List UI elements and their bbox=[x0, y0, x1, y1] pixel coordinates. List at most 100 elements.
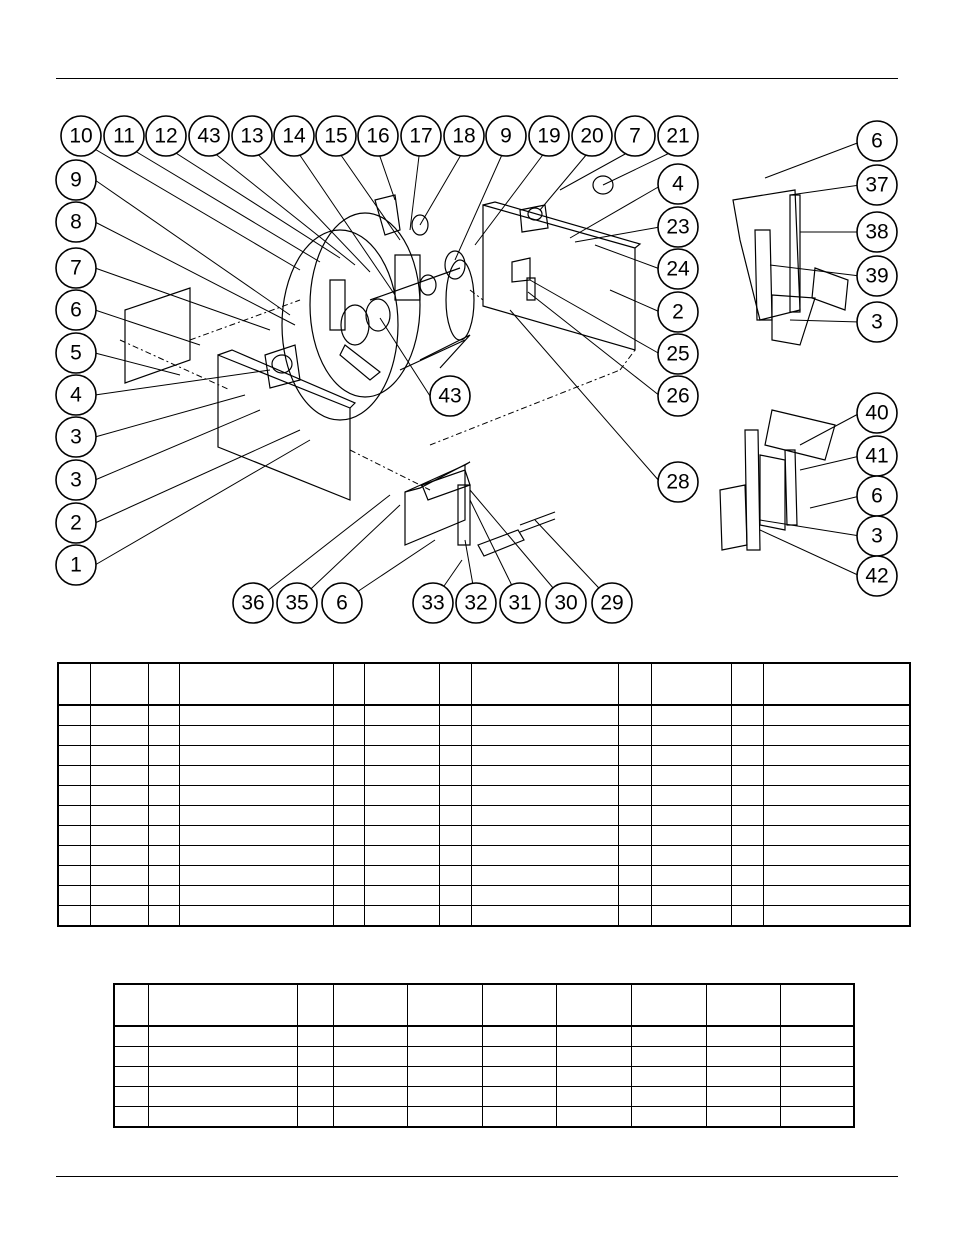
callout-left-8: 8 bbox=[55, 201, 97, 243]
table-cell bbox=[470, 704, 619, 726]
table-cell bbox=[332, 725, 365, 746]
table-cell bbox=[296, 1066, 334, 1087]
table-cell bbox=[730, 845, 764, 866]
table-cell bbox=[332, 1106, 408, 1128]
callout-top-15: 15 bbox=[315, 115, 357, 157]
table-cell bbox=[617, 704, 652, 726]
callout-label: 38 bbox=[865, 221, 888, 244]
table-cell bbox=[438, 885, 472, 906]
callout-bottom-31: 31 bbox=[499, 582, 541, 624]
callout-label: 35 bbox=[285, 592, 308, 615]
table-cell bbox=[650, 825, 732, 846]
callout-label: 20 bbox=[580, 125, 603, 148]
callout-top-19: 19 bbox=[528, 115, 570, 157]
table-cell bbox=[89, 905, 149, 927]
table-cell bbox=[617, 885, 652, 906]
table-cell bbox=[363, 825, 440, 846]
callout-label: 10 bbox=[69, 125, 92, 148]
table-cell bbox=[617, 662, 652, 706]
table-cell bbox=[762, 765, 911, 786]
table-row bbox=[57, 805, 911, 826]
table-cell bbox=[650, 885, 732, 906]
table-cell bbox=[470, 745, 619, 766]
table-cell bbox=[57, 885, 91, 906]
table-cell bbox=[555, 1046, 632, 1067]
table-cell bbox=[363, 905, 440, 927]
table-cell bbox=[470, 865, 619, 886]
callout-label: 7 bbox=[70, 257, 82, 280]
table-cell bbox=[332, 845, 365, 866]
table-cell bbox=[779, 1106, 855, 1128]
table-cell bbox=[555, 1025, 632, 1047]
table-cell bbox=[762, 662, 911, 706]
table-cell bbox=[57, 845, 91, 866]
table-cell bbox=[730, 765, 764, 786]
table-cell bbox=[147, 865, 180, 886]
callout-top-43: 43 bbox=[188, 115, 230, 157]
parts-table bbox=[57, 662, 911, 927]
table-cell bbox=[178, 725, 334, 746]
table-cell bbox=[332, 662, 365, 706]
table-cell bbox=[89, 865, 149, 886]
table-cell bbox=[481, 1046, 557, 1067]
table-cell bbox=[438, 825, 472, 846]
callout-label: 16 bbox=[366, 125, 389, 148]
table-cell bbox=[470, 885, 619, 906]
table-cell bbox=[178, 905, 334, 927]
table-cell bbox=[363, 805, 440, 826]
table-cell bbox=[705, 1066, 781, 1087]
callout-label: 6 bbox=[871, 130, 883, 153]
callout-left-2: 2 bbox=[55, 502, 97, 544]
table-cell bbox=[438, 865, 472, 886]
table-cell bbox=[730, 785, 764, 806]
callout-top-18: 18 bbox=[443, 115, 485, 157]
table-cell bbox=[438, 805, 472, 826]
table-cell bbox=[363, 662, 440, 706]
table-cell bbox=[762, 845, 911, 866]
table-cell bbox=[705, 1106, 781, 1128]
table-cell bbox=[779, 1025, 855, 1047]
table-cell bbox=[178, 745, 334, 766]
callout-side-39: 39 bbox=[856, 255, 898, 297]
table-cell bbox=[630, 1066, 707, 1087]
table-cell bbox=[406, 1046, 483, 1067]
table-cell bbox=[113, 1066, 149, 1087]
table-cell bbox=[617, 905, 652, 927]
table-cell bbox=[89, 725, 149, 746]
table-cell bbox=[363, 765, 440, 786]
table-cell bbox=[730, 704, 764, 726]
callout-inner-43: 43 bbox=[429, 375, 471, 417]
callout-side-6b: 6 bbox=[856, 475, 898, 517]
table-cell bbox=[617, 845, 652, 866]
table-cell bbox=[438, 785, 472, 806]
table-cell bbox=[762, 745, 911, 766]
parts-table-body bbox=[57, 662, 911, 927]
table-cell bbox=[705, 1086, 781, 1107]
table-cell bbox=[617, 785, 652, 806]
table-cell bbox=[178, 845, 334, 866]
callout-bottom-36: 36 bbox=[232, 582, 274, 624]
table-cell bbox=[147, 885, 180, 906]
table-cell bbox=[332, 825, 365, 846]
table-cell bbox=[438, 905, 472, 927]
table-cell bbox=[147, 845, 180, 866]
table-cell bbox=[332, 1066, 408, 1087]
table-cell bbox=[630, 1106, 707, 1128]
table-cell bbox=[730, 885, 764, 906]
table-cell bbox=[470, 805, 619, 826]
table-row bbox=[57, 905, 911, 927]
table-cell bbox=[57, 745, 91, 766]
callout-bottom-33: 33 bbox=[412, 582, 454, 624]
callout-label: 12 bbox=[154, 125, 177, 148]
callout-bottom-30: 30 bbox=[545, 582, 587, 624]
table-row bbox=[57, 765, 911, 786]
table-cell bbox=[363, 725, 440, 746]
callout-label: 9 bbox=[70, 169, 82, 192]
table-cell bbox=[762, 885, 911, 906]
table-cell bbox=[650, 865, 732, 886]
table-cell bbox=[481, 1066, 557, 1087]
callout-label: 26 bbox=[666, 385, 689, 408]
table-cell bbox=[147, 725, 180, 746]
pricing-table-body bbox=[113, 983, 855, 1128]
table-cell bbox=[178, 765, 334, 786]
